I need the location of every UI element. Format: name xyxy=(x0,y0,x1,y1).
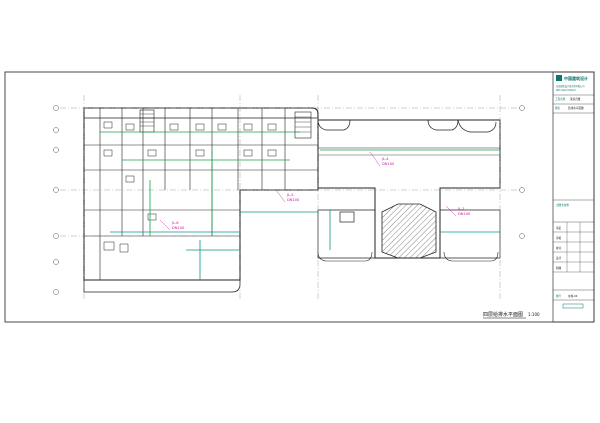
pipe-annotations: JL-4 DN100 JL-5 DN100 JL-6 DN100 JL-7 DN… xyxy=(171,157,471,230)
annotation-riser: JL-6 xyxy=(171,221,179,225)
bay-window xyxy=(317,119,351,131)
signature-row-label: 审核 xyxy=(556,236,562,240)
stair-treads xyxy=(140,113,154,127)
signature-rows: 审定 审核 校对 设计 制图 xyxy=(556,226,562,270)
bay-window xyxy=(427,119,459,131)
sheet-number-label: 图号 xyxy=(556,294,562,298)
annotation-diameter: DN100 xyxy=(382,162,395,166)
lower-room xyxy=(439,209,501,259)
bay-window xyxy=(443,251,499,262)
drawing-caption: 四层给排水平面图 xyxy=(483,311,523,318)
annotation-riser: JL-4 xyxy=(381,157,389,161)
axis-bubbles xyxy=(53,105,525,295)
sheet-border xyxy=(4,71,595,323)
bay-window xyxy=(317,251,373,262)
drain-pipes xyxy=(110,210,500,280)
annotation-diameter: DN100 xyxy=(172,226,185,230)
sheet-number-highlight xyxy=(562,303,584,309)
stamp-label: 出图专用章 xyxy=(556,203,569,207)
project-name: 某综合楼 xyxy=(570,97,581,101)
annotation-riser: JL-5 xyxy=(286,193,294,197)
annotation-diameter: DN100 xyxy=(458,212,471,216)
company-logo-mark xyxy=(556,75,562,81)
project-label: 工程名称 xyxy=(555,97,566,101)
title-block-frame xyxy=(552,71,595,323)
company-license: 建筑工程设计甲级证书 xyxy=(556,88,576,92)
left-wing-outline xyxy=(83,107,319,281)
atrium-void xyxy=(381,203,437,259)
company-subtitle: 某某建筑设计研究院有限公司 xyxy=(556,84,584,88)
stair-treads xyxy=(295,116,311,133)
annotation-leaders xyxy=(159,151,457,231)
signature-row-label: 设计 xyxy=(556,256,562,260)
signature-row-label: 校对 xyxy=(556,246,562,250)
drawing-label: 图名 xyxy=(555,106,561,110)
signature-row-label: 制图 xyxy=(556,266,562,270)
curved-corner xyxy=(83,280,241,293)
equipment-box xyxy=(339,211,355,223)
signature-row-label: 审定 xyxy=(556,226,562,230)
signature-table xyxy=(553,222,594,273)
company-name: 中国建筑设计 xyxy=(564,75,588,81)
water-supply-pipes xyxy=(100,131,500,236)
stair-block xyxy=(139,109,155,133)
drawing-name: 给排水平面图 xyxy=(568,106,584,110)
annotation-diameter: DN100 xyxy=(287,198,300,202)
bay-window xyxy=(457,119,497,133)
lower-room xyxy=(317,209,376,259)
sheet-number: 水施-04 xyxy=(568,294,578,298)
title-block: 中国建筑设计 某某建筑设计研究院有限公司 建筑工程设计甲级证书 工程名称 某综合… xyxy=(552,71,595,323)
stair-block xyxy=(294,111,312,139)
drawing-scale: 1:100 xyxy=(528,312,540,317)
fixtures xyxy=(103,121,277,253)
annotation-riser: JL-7 xyxy=(457,207,465,211)
axis-lines xyxy=(60,95,520,300)
